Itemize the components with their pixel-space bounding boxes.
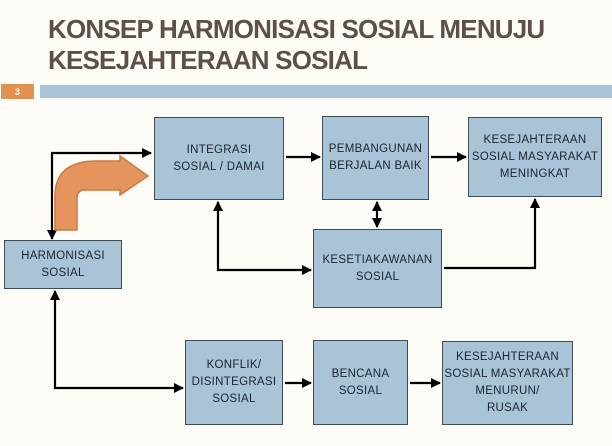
node-kesejahteraan-sosial-menurun: KESEJAHTERAAN SOSIAL MASYARAKAT MENURUN/…	[442, 341, 573, 425]
node-integrasi-sosial-damai: INTEGRASI SOSIAL / DAMAI	[154, 117, 284, 200]
node-kesetiakawanan-sosial: KESETIAKAWANAN SOSIAL	[313, 229, 442, 308]
node-konflik-disintegrasi-sosial: KONFLIK/ DISINTEGRASI SOSIAL	[185, 340, 283, 425]
node-pembangunan-berjalan-baik: PEMBANGUNAN BERJALAN BAIK	[322, 116, 429, 200]
connector-integrasi-kesetiakawanan	[213, 201, 312, 275]
connector-harmonisasi-konflik	[50, 290, 184, 393]
connector-harmonisasi-integrasi	[47, 148, 152, 240]
page-number: 3	[14, 86, 20, 97]
connector-kesetiakawanan-meningkat	[444, 198, 540, 270]
orange-emphasis-arrow	[54, 154, 150, 231]
page-number-badge: 3	[1, 84, 34, 99]
node-bencana-sosial: BENCANA SOSIAL	[313, 340, 408, 425]
header-accent-bar	[40, 85, 612, 98]
node-harmonisasi-sosial: HARMONISASI SOSIAL	[4, 240, 122, 289]
slide-title: KONSEP HARMONISASI SOSIAL MENUJU KESEJAH…	[48, 14, 545, 75]
node-kesejahteraan-sosial-meningkat: KESEJAHTERAAN SOSIAL MASYARAKAT MENINGKA…	[468, 117, 602, 197]
